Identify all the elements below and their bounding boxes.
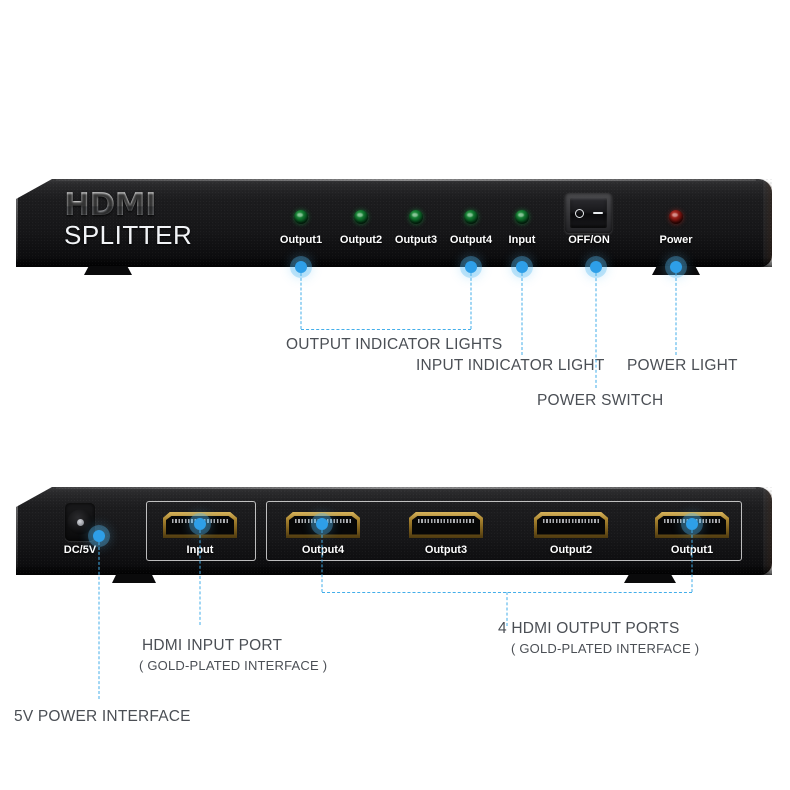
brand-hdmi-text: HDMI bbox=[64, 190, 192, 221]
leader-output-ports-right bbox=[691, 530, 693, 592]
led-label-output2: Output2 bbox=[339, 234, 383, 246]
callout-hdmi-input-port-sub: ( GOLD-PLATED INTERFACE ) bbox=[139, 658, 328, 673]
leader-output-indicators-left bbox=[300, 273, 302, 329]
dc-jack-label: DC/5V bbox=[63, 544, 97, 556]
leader-power-interface bbox=[98, 542, 100, 699]
callout-dot-hdmi-input bbox=[194, 518, 206, 530]
leader-output-indicators-bracket bbox=[301, 329, 471, 330]
output-ports-outline bbox=[266, 501, 742, 561]
output2-port-label: Output2 bbox=[549, 544, 593, 556]
output3-port-label: Output3 bbox=[424, 544, 468, 556]
callout-output-indicator-lights: OUTPUT INDICATOR LIGHTS bbox=[286, 336, 503, 353]
callout-dot-output-indicators-right bbox=[465, 261, 477, 273]
callout-power-switch: POWER SWITCH bbox=[537, 392, 664, 409]
front-left-highlight bbox=[16, 197, 18, 261]
hdmi-output-port-2[interactable] bbox=[534, 512, 608, 538]
front-bottom-shadow bbox=[16, 257, 772, 267]
led-input bbox=[515, 210, 529, 224]
led-output2 bbox=[354, 210, 368, 224]
power-switch-rocker[interactable] bbox=[570, 198, 607, 228]
callout-power-interface: 5V POWER INTERFACE bbox=[14, 708, 191, 725]
rear-right-edge bbox=[763, 489, 772, 573]
callout-dot-power-interface bbox=[93, 530, 105, 542]
leader-output-indicators-right bbox=[470, 273, 472, 329]
brand-splitter-text: SPLITTER bbox=[64, 220, 193, 250]
led-output4 bbox=[464, 210, 478, 224]
leader-hdmi-input bbox=[199, 530, 201, 625]
callout-hdmi-output-ports-sub: ( GOLD-PLATED INTERFACE ) bbox=[511, 641, 700, 656]
brand-logo: HDMI SPLITTER bbox=[64, 190, 192, 251]
callout-dot-output-ports-right bbox=[686, 518, 698, 530]
led-label-output3: Output3 bbox=[394, 234, 438, 246]
callout-dot-power-switch bbox=[590, 261, 602, 273]
rear-bottom-shadow bbox=[16, 565, 772, 575]
leader-output-ports-left bbox=[321, 530, 323, 592]
callout-dot-output-ports-left bbox=[316, 518, 328, 530]
led-label-output4: Output4 bbox=[449, 234, 493, 246]
output4-port-label: Output4 bbox=[301, 544, 345, 556]
front-panel-body bbox=[16, 179, 772, 267]
dc-jack-pin bbox=[76, 518, 84, 526]
front-top-highlight bbox=[56, 179, 756, 181]
callout-power-light: POWER LIGHT bbox=[627, 357, 738, 374]
leader-output-ports-drop bbox=[506, 592, 508, 626]
hdmi-output-port-3[interactable] bbox=[409, 512, 483, 538]
front-right-edge bbox=[763, 181, 772, 265]
leader-power-switch bbox=[595, 273, 597, 388]
callout-dot-input-indicator bbox=[516, 261, 528, 273]
rear-foot-left bbox=[112, 574, 156, 583]
callout-hdmi-output-ports: 4 HDMI OUTPUT PORTS bbox=[498, 620, 680, 637]
leader-input-indicator bbox=[521, 273, 523, 355]
power-on-symbol-icon bbox=[592, 211, 603, 215]
led-output3 bbox=[409, 210, 423, 224]
input-port-outline bbox=[146, 501, 256, 561]
led-label-output1: Output1 bbox=[279, 234, 323, 246]
output3-port-pins bbox=[418, 519, 474, 523]
power-switch-label: OFF/ON bbox=[568, 234, 610, 246]
callout-dot-power-light bbox=[670, 261, 682, 273]
led-power bbox=[669, 210, 683, 224]
leader-power-light bbox=[675, 273, 677, 355]
dc-power-jack[interactable] bbox=[65, 503, 95, 541]
output2-port-pins bbox=[543, 519, 599, 523]
led-label-input: Input bbox=[508, 234, 536, 246]
led-output1 bbox=[294, 210, 308, 224]
power-switch[interactable] bbox=[565, 193, 612, 233]
callout-input-indicator-light: INPUT INDICATOR LIGHT bbox=[416, 357, 605, 374]
rear-top-highlight bbox=[56, 487, 756, 489]
rear-left-highlight bbox=[16, 505, 18, 569]
front-foot-left bbox=[84, 266, 132, 275]
callout-dot-output-indicators-left bbox=[295, 261, 307, 273]
led-label-power: Power bbox=[659, 234, 693, 246]
power-off-symbol-icon bbox=[574, 208, 584, 218]
dc-jack-recess bbox=[67, 509, 93, 535]
callout-hdmi-input-port: HDMI INPUT PORT bbox=[142, 637, 283, 654]
rear-foot-right bbox=[624, 574, 676, 583]
